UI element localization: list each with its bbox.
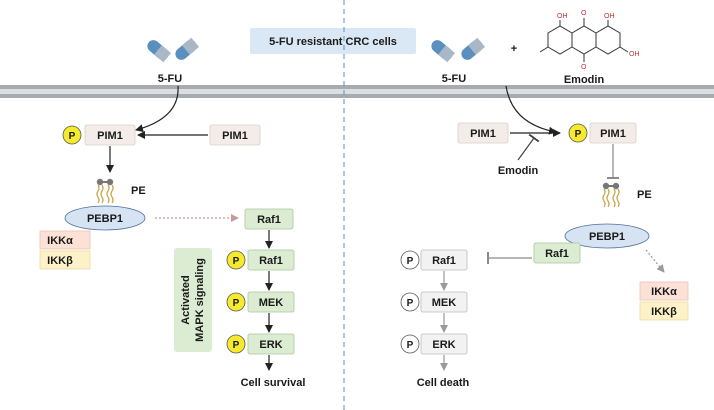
right-pim1-label: PIM1	[600, 128, 626, 140]
left-ikka-box	[39, 230, 91, 250]
right-mek-phospho-letter: P	[407, 298, 414, 309]
right-ikka-box	[639, 281, 689, 301]
right-inhibitor-label: Emodin	[498, 165, 539, 177]
emodin-oh-1: OH	[557, 13, 568, 20]
right-plus: +	[511, 43, 517, 55]
left-praf1-box	[247, 249, 295, 271]
right-phospho-letter: P	[575, 129, 582, 140]
right-pim1-source-box	[457, 122, 509, 144]
left-5fu-capsules	[144, 37, 200, 63]
left-ikkb-label: IKKβ	[47, 255, 73, 267]
left-erk-box	[247, 333, 295, 355]
left-ikkb-box	[39, 250, 91, 270]
right-erk-label: ERK	[432, 339, 455, 351]
right-pebp1-label: PEBP1	[589, 231, 625, 243]
right-ikkb-label: IKKβ	[651, 306, 677, 318]
left-pe-lipid-icon	[95, 177, 115, 204]
emodin-o-1: O	[581, 10, 587, 17]
left-pe-label: PE	[131, 185, 146, 197]
left-outcome: Cell survival	[241, 377, 306, 389]
right-pebp1-to-ikk-arrow	[645, 249, 665, 273]
mapk-label-line1: Activated	[180, 275, 192, 325]
header-banner	[250, 28, 416, 54]
left-pim1-box	[84, 124, 136, 146]
right-pim1-source-label: PIM1	[470, 128, 496, 140]
right-pim1-box	[589, 122, 637, 144]
header-title: 5-FU resistant CRC cells	[269, 36, 397, 48]
right-drug-label: 5-FU	[442, 73, 467, 85]
left-drug-arrow	[135, 85, 179, 133]
right-erk-phospho-letter: P	[407, 340, 414, 351]
left-pim1-source-label: PIM1	[222, 130, 248, 142]
right-pe-label: PE	[637, 189, 652, 201]
right-raf1-phospho-badge	[400, 250, 420, 270]
right-pe-lipid-icon	[601, 181, 621, 208]
cell-membrane	[0, 85, 714, 89]
left-mek-phospho-badge	[226, 292, 246, 312]
cell-membrane-inner	[0, 94, 714, 98]
mapk-label-line2: MAPK signaling	[194, 258, 206, 342]
left-pim1-label: PIM1	[97, 130, 123, 142]
right-raf1-bound-box	[533, 242, 581, 264]
left-ikka-label: IKKα	[47, 235, 73, 247]
right-emodin-inhibit	[517, 133, 540, 161]
right-5fu-capsules	[428, 37, 486, 63]
left-drug-label: 5-FU	[158, 73, 183, 85]
right-phospho-badge	[568, 123, 588, 143]
left-pebp1	[64, 205, 146, 231]
right-mek-box	[420, 291, 468, 313]
right-mek-phospho-badge	[400, 292, 420, 312]
left-phospho-letter: P	[69, 131, 76, 142]
emodin-oh-2: OH	[604, 13, 615, 20]
mapk-signaling-box	[174, 248, 212, 352]
right-pebp1	[564, 223, 650, 249]
emodin-structure-icon	[539, 18, 629, 62]
right-raf1-label: Raf1	[432, 255, 456, 267]
left-mek-phospho-letter: P	[233, 298, 240, 309]
right-ikka-label: IKKα	[651, 286, 677, 298]
right-mek-label: MEK	[432, 297, 457, 309]
left-raf1-phospho-letter: P	[233, 256, 240, 267]
right-compound-label: Emodin	[564, 74, 605, 86]
right-erk-box	[420, 333, 468, 355]
left-erk-label: ERK	[259, 339, 282, 351]
right-outcome: Cell death	[417, 377, 470, 389]
right-erk-phospho-badge	[400, 334, 420, 354]
left-erk-phospho-letter: P	[233, 340, 240, 351]
left-pebp1-label: PEBP1	[87, 213, 123, 225]
left-phospho-badge	[62, 125, 82, 145]
left-mek-box	[247, 291, 295, 313]
left-raf1-box	[244, 208, 294, 230]
left-pim1-source-box	[209, 124, 261, 146]
right-drug-arrow	[505, 85, 557, 135]
emodin-oh-3: OH	[629, 51, 640, 58]
right-raf1-bound-label: Raf1	[545, 248, 569, 260]
left-raf1-label: Raf1	[257, 214, 281, 226]
right-ikkb-box	[639, 301, 689, 321]
emodin-o-2: O	[581, 64, 587, 71]
right-raf1-box	[420, 249, 468, 271]
right-raf1-phospho-letter: P	[407, 256, 414, 267]
left-raf1-phospho-badge	[226, 250, 246, 270]
left-praf1-label: Raf1	[259, 255, 283, 267]
left-mek-label: MEK	[259, 297, 284, 309]
left-erk-phospho-badge	[226, 334, 246, 354]
